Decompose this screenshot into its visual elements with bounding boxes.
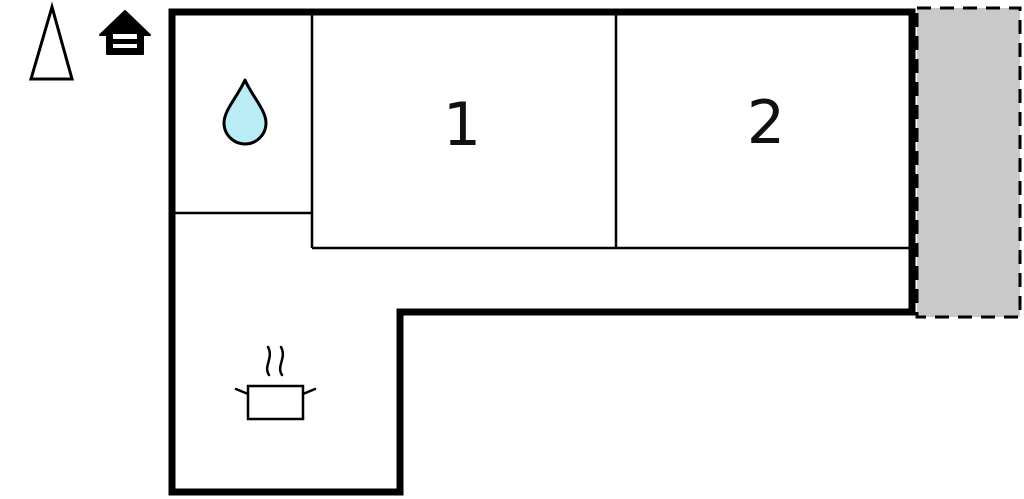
water-drop-icon	[222, 78, 268, 146]
north-arrow-icon	[29, 1, 74, 81]
terrace-area	[915, 6, 1022, 319]
room-1-label: 1	[443, 90, 481, 160]
outer-wall	[168, 8, 916, 496]
room-2-label: 2	[747, 88, 785, 158]
interior-walls	[172, 12, 912, 250]
house-icon	[99, 10, 151, 55]
kitchen-area	[175, 216, 397, 488]
stove-pot-icon	[234, 345, 317, 421]
